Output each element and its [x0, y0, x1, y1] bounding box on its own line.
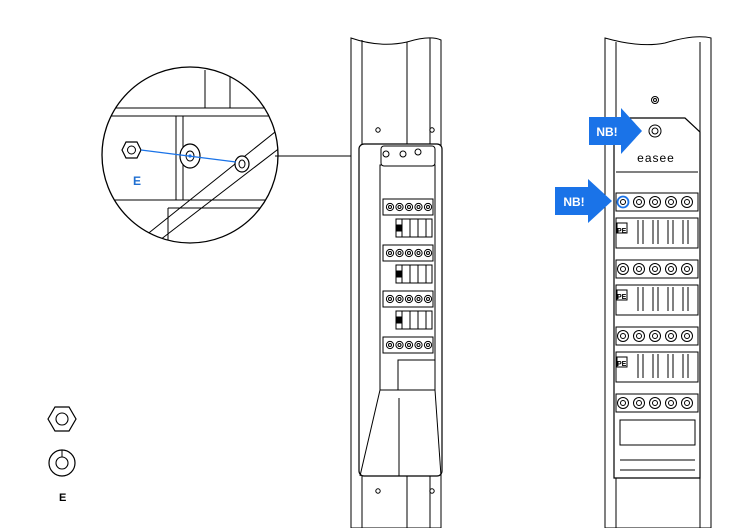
terminal-screw-icon [414, 248, 423, 258]
terminal-block-left [382, 198, 434, 238]
terminal-screw-icon [633, 263, 645, 275]
detail-magnifier: E [101, 66, 279, 244]
terminal-screw-icon [649, 330, 661, 342]
terminal-screw-icon [649, 196, 661, 208]
terminal-screw-icon [385, 340, 395, 350]
terminal-screw-icon [649, 397, 661, 409]
terminal-screw-icon [665, 263, 677, 275]
terminal-screw-icon [681, 397, 693, 409]
nb-arrow-mid: NB! [555, 179, 612, 223]
nb-label-top: NB! [596, 125, 617, 139]
terminal-screw-icon [633, 330, 645, 342]
terminal-screw-icon [633, 196, 645, 208]
terminal-screw-icon [423, 340, 433, 350]
threaded-stud-icon [234, 155, 250, 173]
terminal-screw-icon [385, 294, 395, 304]
terminal-screw-icon [404, 202, 414, 212]
terminal-screw-icon [617, 397, 629, 409]
terminal-block-left [382, 336, 434, 354]
highlighted-terminal [616, 195, 630, 209]
nb-arrow-top: NB! [589, 108, 642, 154]
terminal-screw-icon [395, 340, 404, 350]
pe-label-3: PE [617, 361, 627, 368]
nb-label-mid: NB! [563, 195, 584, 209]
terminal-block-left [382, 290, 434, 330]
legend-washer-icon [48, 449, 76, 477]
terminal-screw-icon [617, 263, 629, 275]
pe-label-2: PE [617, 294, 627, 301]
legend: E [47, 406, 77, 504]
nut-icon [121, 141, 142, 159]
pe-label-1: PE [617, 228, 627, 235]
terminal-screw-icon [404, 340, 414, 350]
terminal-screw-icon [423, 248, 433, 258]
terminal-block-right [615, 192, 699, 249]
terminal-screw-icon [633, 397, 645, 409]
brand-logo: easee [637, 151, 675, 165]
terminal-screw-icon [404, 294, 414, 304]
terminal-screw-icon [617, 330, 629, 342]
terminal-screw-icon [414, 340, 423, 350]
terminal-block-right [615, 393, 699, 413]
terminal-screw-icon [395, 294, 404, 304]
terminal-screw-icon [414, 294, 423, 304]
terminal-screw-icon [395, 248, 404, 258]
terminal-screw-icon [681, 263, 693, 275]
terminal-screw-icon [649, 263, 661, 275]
terminal-screw-icon [665, 397, 677, 409]
terminal-screw-icon [395, 202, 404, 212]
terminal-screw-icon [681, 330, 693, 342]
charger-right: easee PE PE PE [604, 36, 712, 528]
terminal-screw-icon [385, 248, 395, 258]
mount-screw-icon [648, 124, 662, 138]
terminal-screw-icon [385, 202, 395, 212]
terminal-block-right [615, 326, 699, 383]
terminal-screw-icon [665, 330, 677, 342]
terminal-screw-icon [681, 196, 693, 208]
terminal-screw-icon [423, 294, 433, 304]
terminal-block-left [382, 244, 434, 284]
legend-label-e: E [59, 492, 66, 504]
terminal-screw-icon [414, 202, 423, 212]
legend-nut-icon [47, 406, 77, 432]
detail-label-e: E [133, 174, 141, 188]
terminal-screw-icon [404, 248, 414, 258]
terminal-screw-icon [665, 196, 677, 208]
terminal-block-right [615, 259, 699, 316]
terminal-screw-icon [423, 202, 433, 212]
charger-left [350, 37, 443, 528]
